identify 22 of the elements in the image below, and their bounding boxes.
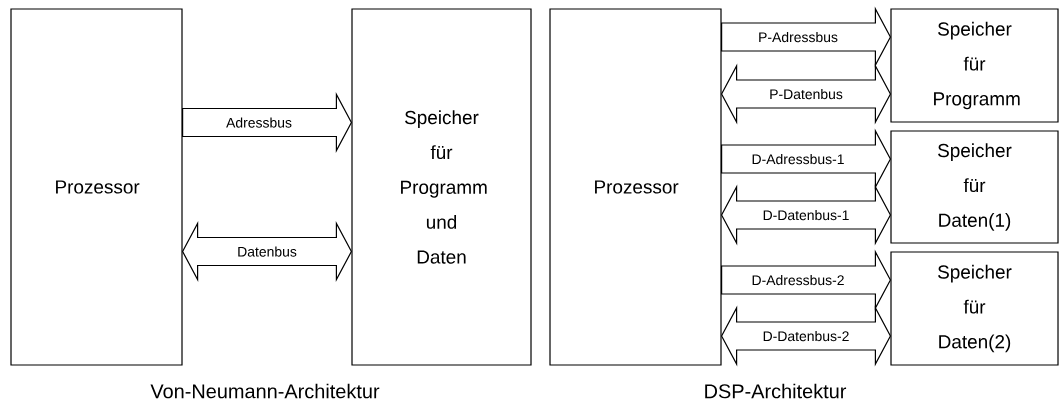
memory-box: Speicher für Daten(1) (890, 130, 1059, 244)
block-arrow (721, 6, 892, 68)
edge-label: P-Datenbus (768, 87, 844, 101)
edge-label: P-Adressbus (757, 30, 839, 44)
edge-label: D-Datenbus-1 (761, 208, 851, 222)
block-arrow (720, 63, 892, 125)
caption: Von-Neumann-Architektur (150, 383, 380, 399)
block-arrow (181, 221, 353, 282)
memory-box: Speicher für Daten(2) (890, 251, 1059, 366)
processor-box: Prozessor (10, 8, 183, 366)
memory-box: Speicher für Programm und Daten (351, 8, 532, 366)
block-arrow (720, 184, 892, 246)
edge-label: D-Adressbus-2 (750, 273, 846, 287)
block-arrow (182, 92, 353, 153)
memory-box: Speicher für Programm (890, 8, 1059, 123)
edge-label: Datenbus (236, 245, 298, 258)
edge-label: Adressbus (225, 116, 293, 129)
processor-box: Prozessor (549, 8, 722, 366)
edge-label: D-Datenbus-2 (761, 329, 851, 343)
edge-label: D-Adressbus-1 (750, 152, 846, 166)
block-arrow (720, 305, 892, 367)
caption: DSP-Architektur (705, 383, 847, 399)
